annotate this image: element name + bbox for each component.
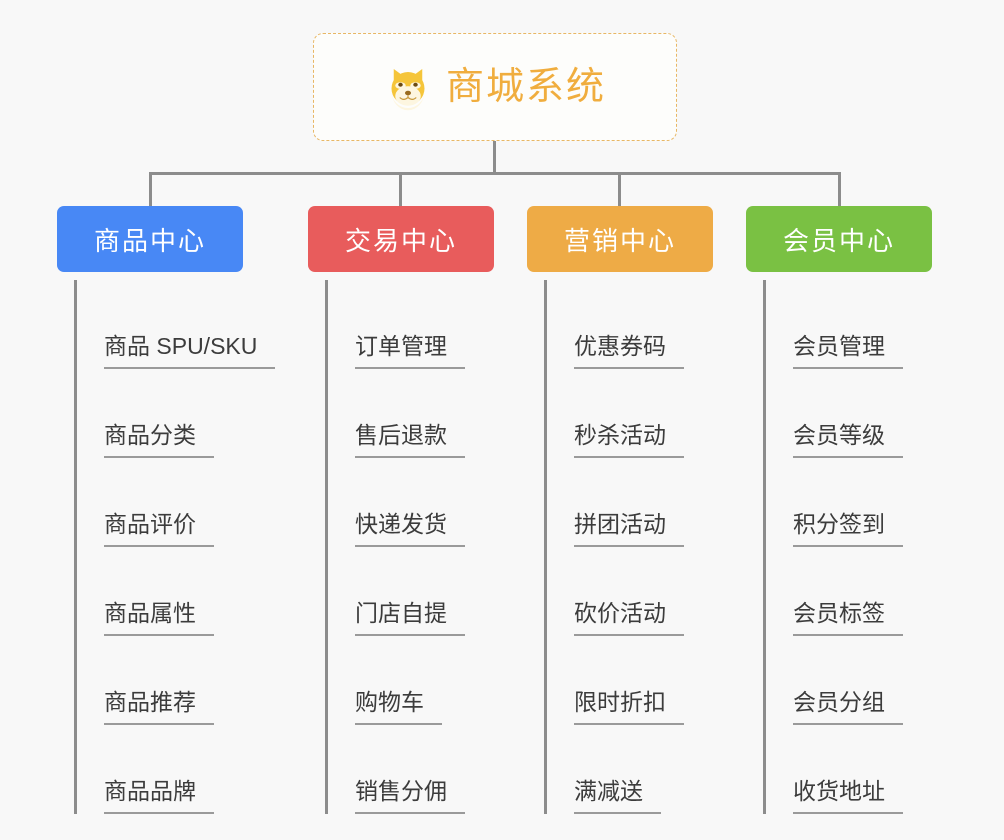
category-header-member-center[interactable]: 会员中心 bbox=[746, 206, 932, 272]
leaf-label: 优惠券码 bbox=[574, 335, 684, 369]
leaf-label: 商品 SPU/SKU bbox=[104, 335, 276, 369]
column-trade-center: 订单管理 售后退款 快递发货 门店自提 购物车 销售分佣 bbox=[325, 280, 465, 814]
column-member-center: 会员管理 会员等级 积分签到 会员标签 会员分组 收货地址 bbox=[763, 280, 903, 814]
list-item[interactable]: 商品推荐 bbox=[74, 636, 275, 725]
list-item[interactable]: 积分签到 bbox=[763, 458, 903, 547]
list-item[interactable]: 购物车 bbox=[325, 636, 465, 725]
list-item[interactable]: 优惠券码 bbox=[544, 280, 684, 369]
column-spine bbox=[74, 280, 77, 814]
category-header-label: 会员中心 bbox=[782, 225, 895, 256]
root-title: 商城系统 bbox=[445, 66, 606, 108]
list-item[interactable]: 商品分类 bbox=[74, 369, 275, 458]
leaf-label: 售后退款 bbox=[355, 424, 465, 458]
leaf-label: 商品属性 bbox=[104, 602, 214, 636]
leaf-label: 砍价活动 bbox=[574, 602, 684, 636]
column-spine bbox=[544, 280, 547, 814]
list-item[interactable]: 商品属性 bbox=[74, 547, 275, 636]
connector-drop-4 bbox=[838, 172, 841, 206]
category-header-label: 营销中心 bbox=[563, 225, 676, 256]
list-item[interactable]: 会员管理 bbox=[763, 280, 903, 369]
category-header-trade-center[interactable]: 交易中心 bbox=[308, 206, 494, 272]
column-marketing-center: 优惠券码 秒杀活动 拼团活动 砍价活动 限时折扣 满减送 bbox=[544, 280, 684, 814]
root-node-mall-system[interactable]: 商城系统 bbox=[313, 33, 677, 141]
connector-horizontal-bus bbox=[149, 172, 841, 175]
dog-face-icon bbox=[384, 63, 432, 111]
leaf-label: 会员标签 bbox=[793, 602, 903, 636]
list-item[interactable]: 会员标签 bbox=[763, 547, 903, 636]
list-item[interactable]: 会员等级 bbox=[763, 369, 903, 458]
leaf-label: 积分签到 bbox=[793, 513, 903, 547]
leaf-label: 会员管理 bbox=[793, 335, 903, 369]
category-header-product-center[interactable]: 商品中心 bbox=[57, 206, 243, 272]
leaf-label: 订单管理 bbox=[355, 335, 465, 369]
connector-drop-2 bbox=[399, 172, 402, 206]
category-header-label: 商品中心 bbox=[93, 225, 206, 256]
leaf-label: 拼团活动 bbox=[574, 513, 684, 547]
list-item[interactable]: 满减送 bbox=[544, 725, 684, 814]
list-item[interactable]: 限时折扣 bbox=[544, 636, 684, 725]
leaf-label: 购物车 bbox=[355, 691, 442, 725]
list-item[interactable]: 快递发货 bbox=[325, 458, 465, 547]
leaf-label: 限时折扣 bbox=[574, 691, 684, 725]
leaf-label: 收货地址 bbox=[793, 780, 903, 814]
list-item[interactable]: 收货地址 bbox=[763, 725, 903, 814]
leaf-label: 秒杀活动 bbox=[574, 424, 684, 458]
leaf-label: 商品推荐 bbox=[104, 691, 214, 725]
column-spine bbox=[325, 280, 328, 814]
connector-drop-1 bbox=[149, 172, 152, 206]
leaf-label: 会员分组 bbox=[793, 691, 903, 725]
category-header-marketing-center[interactable]: 营销中心 bbox=[527, 206, 713, 272]
leaf-label: 商品分类 bbox=[104, 424, 214, 458]
leaf-label: 销售分佣 bbox=[355, 780, 465, 814]
column-product-center: 商品 SPU/SKU 商品分类 商品评价 商品属性 商品推荐 商品品牌 bbox=[74, 280, 276, 814]
leaf-label: 满减送 bbox=[574, 780, 661, 814]
list-item[interactable]: 商品 SPU/SKU bbox=[74, 280, 276, 369]
leaf-label: 快递发货 bbox=[355, 513, 465, 547]
column-spine bbox=[763, 280, 766, 814]
list-item[interactable]: 秒杀活动 bbox=[544, 369, 684, 458]
list-item[interactable]: 拼团活动 bbox=[544, 458, 684, 547]
leaf-label: 会员等级 bbox=[793, 424, 903, 458]
leaf-label: 商品品牌 bbox=[104, 780, 214, 814]
list-item[interactable]: 商品品牌 bbox=[74, 725, 275, 814]
list-item[interactable]: 商品评价 bbox=[74, 458, 275, 547]
category-header-label: 交易中心 bbox=[344, 225, 457, 256]
list-item[interactable]: 订单管理 bbox=[325, 280, 465, 369]
leaf-label: 门店自提 bbox=[355, 602, 465, 636]
list-item[interactable]: 会员分组 bbox=[763, 636, 903, 725]
list-item[interactable]: 门店自提 bbox=[325, 547, 465, 636]
list-item[interactable]: 砍价活动 bbox=[544, 547, 684, 636]
connector-drop-3 bbox=[618, 172, 621, 206]
list-item[interactable]: 售后退款 bbox=[325, 369, 465, 458]
list-item[interactable]: 销售分佣 bbox=[325, 725, 465, 814]
connector-root-stem bbox=[493, 141, 496, 174]
leaf-label: 商品评价 bbox=[104, 513, 214, 547]
